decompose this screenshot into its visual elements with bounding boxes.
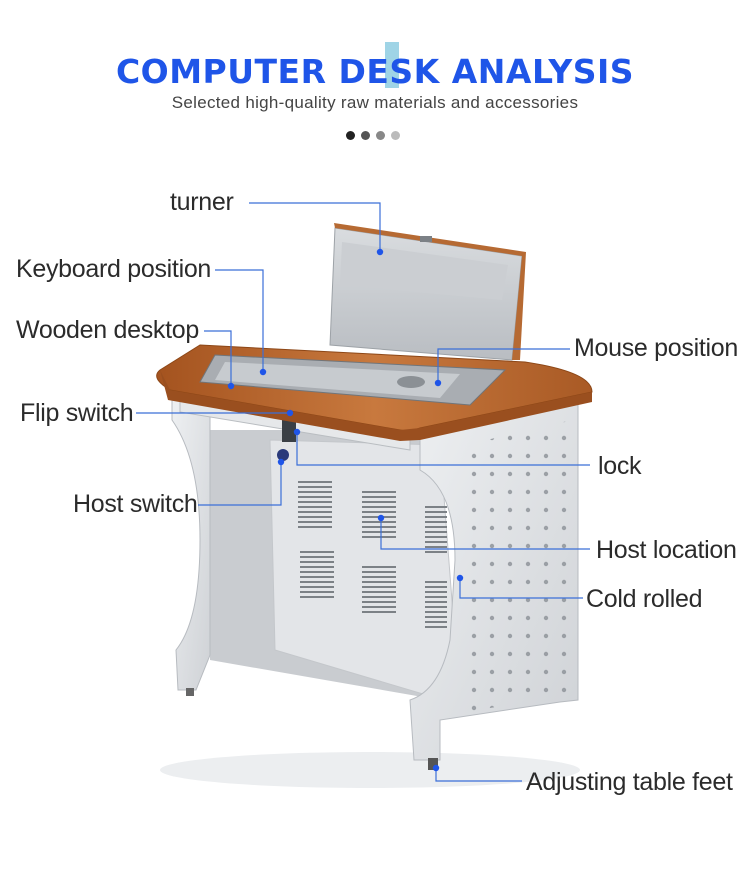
label-mouse-position: Mouse position: [574, 334, 738, 362]
leader-wooden-desktop: [204, 330, 232, 386]
leader-host-location: [380, 518, 590, 550]
leader-mouse: [437, 348, 570, 383]
label-adjusting-table-feet: Adjusting table feet: [526, 768, 733, 796]
left-side-panel: [171, 397, 211, 691]
leader-cold-rolled: [459, 578, 583, 599]
marker-host-switch: [277, 458, 285, 466]
marker-mouse: [434, 379, 442, 387]
leader-feet: [435, 768, 522, 782]
marker-feet: [432, 764, 440, 772]
marker-turner: [376, 248, 384, 256]
marker-host-location: [377, 514, 385, 522]
dot-1: [346, 131, 355, 140]
foot-left: [186, 688, 194, 696]
mouse-pad: [397, 376, 425, 388]
dot-4: [391, 131, 400, 140]
title-accent-bar: [385, 42, 399, 88]
marker-lock: [293, 428, 301, 436]
leader-lock: [296, 432, 590, 466]
label-host-switch: Host switch: [73, 490, 198, 518]
foot-front: [428, 758, 438, 770]
vent-1: [298, 480, 332, 530]
label-flip-switch: Flip switch: [20, 399, 134, 427]
dot-2: [361, 131, 370, 140]
leader-keyboard: [215, 269, 264, 372]
marker-wooden-desktop: [227, 382, 235, 390]
host-switch-button: [277, 449, 289, 461]
vent-2: [362, 490, 396, 540]
leader-host-switch: [198, 462, 282, 506]
label-turner: turner: [170, 188, 234, 216]
label-cold-rolled: Cold rolled: [586, 585, 703, 613]
label-lock: lock: [598, 452, 642, 480]
pagination-dots: [346, 131, 400, 140]
vent-5: [425, 505, 447, 555]
floor-shadow: [160, 752, 580, 788]
page-subtitle: Selected high-quality raw materials and …: [171, 93, 579, 112]
page-title: COMPUTER DESK ANALYSIS: [115, 52, 635, 91]
lid-hinge: [420, 236, 432, 242]
vent-3: [300, 550, 334, 600]
keyboard-tray: [215, 362, 460, 398]
dot-3: [376, 131, 385, 140]
marker-flip-switch: [286, 409, 294, 417]
desktop-edge: [160, 370, 592, 441]
label-wooden-desktop: Wooden desktop: [16, 316, 199, 344]
lid-inner-panel: [340, 242, 508, 300]
marker-keyboard: [259, 368, 267, 376]
label-keyboard-position: Keyboard position: [16, 255, 212, 283]
marker-cold-rolled: [456, 574, 464, 582]
vent-4: [362, 565, 396, 615]
vent-6: [425, 580, 447, 630]
leader-turner: [249, 202, 381, 252]
label-host-location: Host location: [596, 536, 737, 564]
perforation-area: [465, 420, 572, 712]
